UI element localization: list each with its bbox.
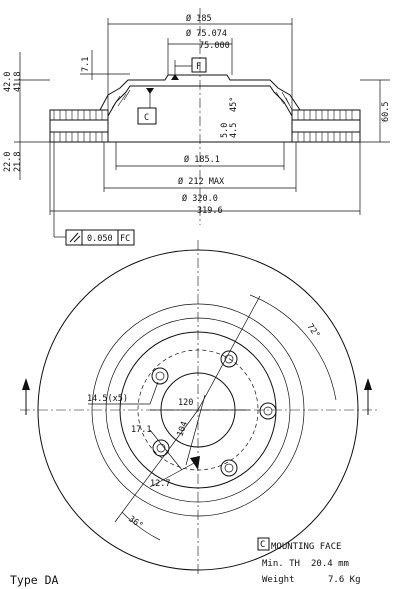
dim-pcd104: 104 xyxy=(175,420,190,438)
dim-d185: Ø 185 xyxy=(186,13,212,24)
left-ring xyxy=(49,109,109,143)
dim-d75-000: 75.000 xyxy=(199,41,230,51)
datum-f: F xyxy=(196,62,201,72)
dim-angle72: 72° xyxy=(305,322,322,340)
weight-value: 7.6 Kg xyxy=(328,575,361,585)
dim-t41-8: 41.8 xyxy=(13,72,23,92)
type-label: Type DA xyxy=(10,573,59,587)
bolt-hole xyxy=(152,439,170,457)
arc-72 xyxy=(249,294,337,401)
tolerance-value: 0.050 xyxy=(87,234,113,244)
dim-d320-0: Ø 320.0 xyxy=(182,193,218,204)
dim-d212: Ø 212 MAX xyxy=(178,176,225,187)
side-section-view: Ø 185 Ø 75.074 75.000 7.1 42.0 41.8 22.0… xyxy=(3,8,391,246)
bolt-hole xyxy=(220,459,238,477)
mounting-mark-box xyxy=(257,537,270,551)
dim-t21-8: 21.8 xyxy=(13,152,23,172)
datum-f-box xyxy=(191,57,207,73)
dim-d75-074: Ø 75.074 xyxy=(186,28,227,39)
bolt-holes xyxy=(151,350,277,477)
mounting-face-label: MOUNTING FACE xyxy=(271,542,341,552)
legend: C MOUNTING FACE Min. TH 20.4 mm Weight 7… xyxy=(257,537,361,585)
bolt-hole xyxy=(151,367,169,385)
dim-t7-1: 7.1 xyxy=(81,57,91,72)
dim-t4-5: 4.5 xyxy=(229,123,239,138)
min-th-value: 20.4 mm xyxy=(311,559,349,569)
left-ring-hatch xyxy=(53,110,103,142)
dim-r17-1: 17.1 xyxy=(131,425,151,435)
right-ring-hatch xyxy=(297,110,353,142)
min-th-label: Min. TH xyxy=(262,559,300,569)
bolt-hole xyxy=(220,350,238,368)
dim-bore: 14.5(x5) xyxy=(87,394,128,404)
dim-t22-0: 22.0 xyxy=(3,152,13,172)
right-ring xyxy=(291,109,361,143)
arc-36 xyxy=(121,511,161,541)
section-arrow-right xyxy=(364,378,372,390)
datum-c: C xyxy=(144,113,149,123)
dim-d185-1: Ø 185.1 xyxy=(184,154,220,165)
tolerance-datum: FC xyxy=(120,234,130,244)
dim-d319-6: 319.6 xyxy=(197,206,223,216)
dim-pcd120: 120 xyxy=(178,398,193,408)
dim-angle45: 45° xyxy=(229,97,239,112)
hat-outline xyxy=(50,74,360,111)
mounting-mark: C xyxy=(260,540,265,550)
section-arrow-left xyxy=(22,378,30,390)
hat-hatch xyxy=(111,89,293,111)
front-view: 72° 14.5(x5) 120 104 17.1 12.7 36° xyxy=(20,240,380,575)
dim-t60-5: 60.5 xyxy=(381,102,391,122)
weight-label: Weight xyxy=(262,575,295,585)
bolt-hole xyxy=(259,402,277,420)
dim-t5-0: 5.0 xyxy=(220,123,230,138)
datum-c-box xyxy=(137,107,157,125)
tolerance-frame xyxy=(65,229,135,246)
dim-r12-7: 12.7 xyxy=(150,479,170,489)
dim-t42-0: 42.0 xyxy=(3,72,13,92)
